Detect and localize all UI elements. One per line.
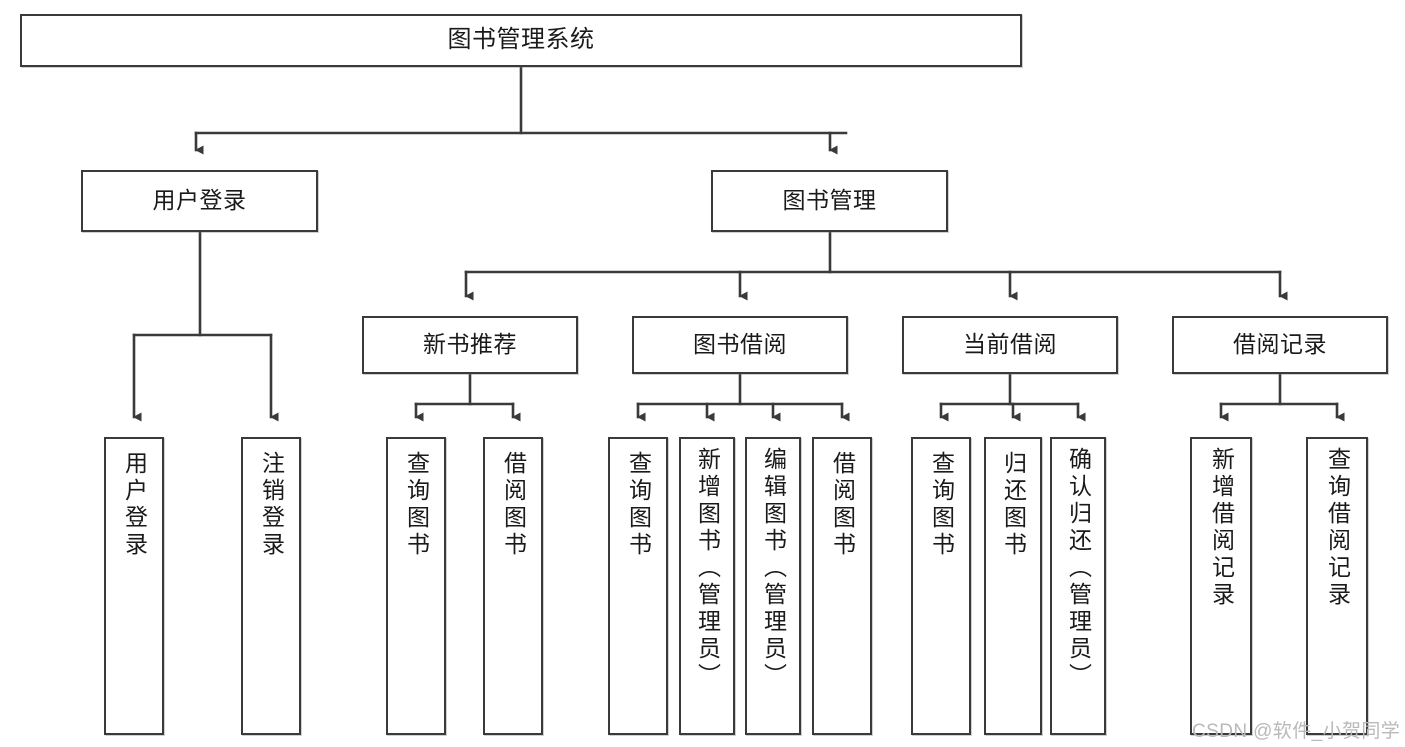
node-current-borrow[interactable]: 当前借阅 xyxy=(902,316,1118,374)
leaf-edit-book-admin[interactable]: 编辑图书（管理员） xyxy=(745,437,801,735)
leaf-query-borrow-record[interactable]: 查询借阅记录 xyxy=(1306,437,1368,735)
leaf-query-books-borrow-label: 查询图书 xyxy=(625,451,652,559)
leaf-logout-login-label: 注销登录 xyxy=(258,451,285,559)
node-book-borrow[interactable]: 图书借阅 xyxy=(632,316,848,374)
leaf-edit-book-admin-label: 编辑图书（管理员） xyxy=(760,447,787,690)
node-book-management-label: 图书管理 xyxy=(782,187,877,214)
leaf-logout-login[interactable]: 注销登录 xyxy=(241,437,301,735)
leaf-confirm-return-admin-label: 确认归还（管理员） xyxy=(1065,447,1092,690)
leaf-query-books-borrow[interactable]: 查询图书 xyxy=(608,437,668,735)
leaf-return-books-label: 归还图书 xyxy=(1000,451,1027,559)
node-root-system[interactable]: 图书管理系统 xyxy=(20,14,1022,67)
leaf-query-books-newbook[interactable]: 查询图书 xyxy=(386,437,446,735)
node-borrow-record[interactable]: 借阅记录 xyxy=(1172,316,1388,374)
node-new-book-recommend[interactable]: 新书推荐 xyxy=(362,316,578,374)
csdn-watermark-text: CSDN @软件_小贺同学 xyxy=(1192,721,1401,742)
node-book-management[interactable]: 图书管理 xyxy=(711,170,948,232)
leaf-query-books-current-label: 查询图书 xyxy=(928,451,955,559)
leaf-confirm-return-admin[interactable]: 确认归还（管理员） xyxy=(1050,437,1106,735)
leaf-query-books-current[interactable]: 查询图书 xyxy=(911,437,971,735)
leaf-add-borrow-record[interactable]: 新增借阅记录 xyxy=(1190,437,1252,735)
leaf-user-login[interactable]: 用户登录 xyxy=(104,437,164,735)
leaf-add-book-admin-label: 新增图书（管理员） xyxy=(694,447,721,690)
leaf-borrow-books-newbook[interactable]: 借阅图书 xyxy=(483,437,543,735)
node-book-borrow-label: 图书借阅 xyxy=(693,331,787,358)
leaf-add-borrow-record-label: 新增借阅记录 xyxy=(1208,447,1235,609)
node-user-login-label: 用户登录 xyxy=(152,187,247,214)
leaf-borrow-books-newbook-label: 借阅图书 xyxy=(500,451,527,559)
leaf-return-books[interactable]: 归还图书 xyxy=(984,437,1042,735)
leaf-query-books-newbook-label: 查询图书 xyxy=(403,451,430,559)
csdn-watermark: CSDN @软件_小贺同学 xyxy=(1192,716,1400,743)
leaf-user-login-label: 用户登录 xyxy=(121,451,148,559)
node-borrow-record-label: 借阅记录 xyxy=(1233,331,1327,358)
leaf-borrow-books-borrow[interactable]: 借阅图书 xyxy=(812,437,872,735)
node-user-login[interactable]: 用户登录 xyxy=(81,170,318,232)
leaf-query-borrow-record-label: 查询借阅记录 xyxy=(1324,447,1351,609)
node-root-system-label: 图书管理系统 xyxy=(447,26,595,54)
leaf-add-book-admin[interactable]: 新增图书（管理员） xyxy=(679,437,735,735)
node-current-borrow-label: 当前借阅 xyxy=(963,331,1057,358)
node-new-book-recommend-label: 新书推荐 xyxy=(423,331,517,358)
leaf-borrow-books-borrow-label: 借阅图书 xyxy=(829,451,856,559)
